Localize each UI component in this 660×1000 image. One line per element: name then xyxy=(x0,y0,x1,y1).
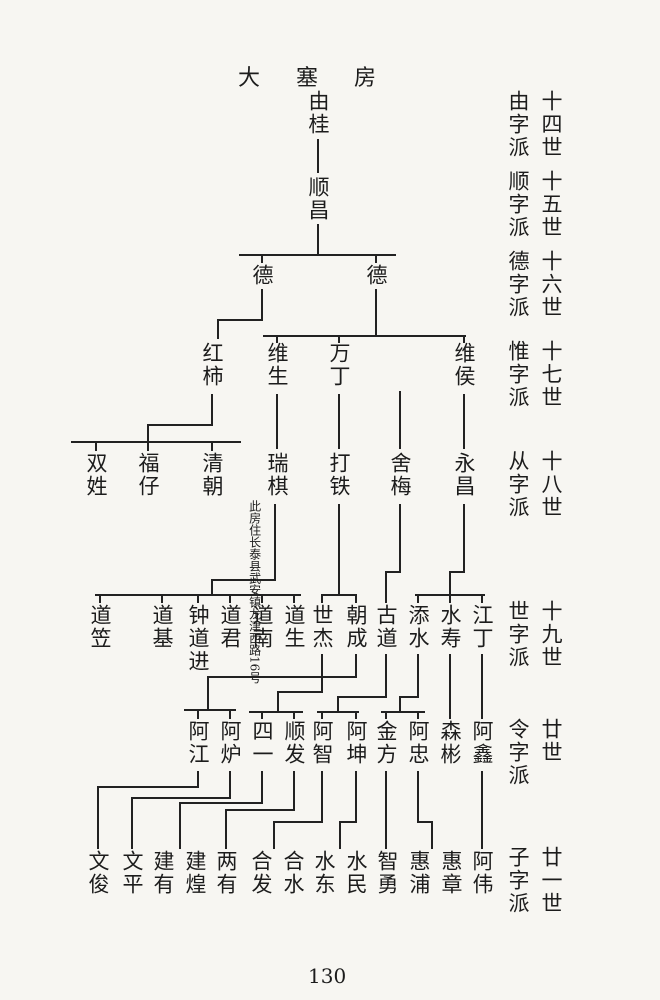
person-name: 世杰 xyxy=(310,604,334,650)
person-name: 惠章 xyxy=(439,850,463,896)
person-name: 文平 xyxy=(120,850,144,896)
person-name: 两有 xyxy=(214,850,238,896)
pai-label: 顺字派 xyxy=(506,170,530,239)
person-name: 水寿 xyxy=(438,604,462,650)
person-name: 永昌 xyxy=(452,452,476,498)
pai-label: 令字派 xyxy=(506,718,530,787)
person-name: 建煌 xyxy=(183,850,207,896)
person-name: 福仔 xyxy=(136,452,160,498)
person-name: 惠浦 xyxy=(407,850,431,896)
person-name: 道笠 xyxy=(88,604,112,650)
person-name: 四一 xyxy=(250,720,274,766)
person-name: 江丁 xyxy=(470,604,494,650)
pai-label: 从字派 xyxy=(506,450,530,519)
person-name: 打铁 xyxy=(327,452,351,498)
generation-label: 十五世 xyxy=(539,170,563,239)
person-name: 智勇 xyxy=(375,850,399,896)
generation-label: 十九世 xyxy=(539,600,563,669)
person-name: 顺发 xyxy=(282,720,306,766)
person-name: 道基 xyxy=(150,604,174,650)
residence-note: 此房住长泰县武安镇龙津西路16号 xyxy=(247,500,262,684)
person-name: 维生 xyxy=(265,342,289,388)
page-title: 大塞房 xyxy=(238,66,413,91)
page-number: 130 xyxy=(308,964,347,988)
person-name: 水东 xyxy=(312,850,336,896)
person-name: 道南 xyxy=(250,604,274,650)
person-name: 红柿 xyxy=(200,342,224,388)
person-name: 万丁 xyxy=(327,342,351,388)
generation-label: 十四世 xyxy=(539,90,563,159)
pai-label: 由字派 xyxy=(506,90,530,159)
person-name: 由桂 xyxy=(306,90,330,136)
generation-label: 十七世 xyxy=(539,340,563,409)
pai-label: 德字派 xyxy=(506,250,530,319)
person-name: 阿坤 xyxy=(344,720,368,766)
person-name: 道生 xyxy=(282,604,306,650)
person-name: 德 xyxy=(364,264,388,287)
person-name: 德 xyxy=(250,264,274,287)
person-name: 顺昌 xyxy=(306,176,330,222)
person-name: 阿江 xyxy=(186,720,210,766)
person-name: 森彬 xyxy=(438,720,462,766)
generation-label: 廿一世 xyxy=(539,846,563,915)
person-name: 合发 xyxy=(249,850,273,896)
person-name: 维侯 xyxy=(452,342,476,388)
person-name: 金方 xyxy=(374,720,398,766)
person-name: 阿炉 xyxy=(218,720,242,766)
person-name: 钟道进 xyxy=(186,604,210,673)
person-name: 合水 xyxy=(281,850,305,896)
person-name: 建有 xyxy=(151,850,175,896)
person-name: 舍梅 xyxy=(388,452,412,498)
person-name: 清朝 xyxy=(200,452,224,498)
person-name: 瑞棋 xyxy=(265,452,289,498)
person-name: 道君 xyxy=(218,604,242,650)
person-name: 朝成 xyxy=(344,604,368,650)
generation-label: 十八世 xyxy=(539,450,563,519)
person-name: 水民 xyxy=(344,850,368,896)
person-name: 古道 xyxy=(374,604,398,650)
person-name: 添水 xyxy=(406,604,430,650)
generation-label: 十六世 xyxy=(539,250,563,319)
generation-label: 廿世 xyxy=(539,718,563,764)
pai-label: 世字派 xyxy=(506,600,530,669)
person-name: 阿忠 xyxy=(406,720,430,766)
pai-label: 惟字派 xyxy=(506,340,530,409)
person-name: 文俊 xyxy=(86,850,110,896)
person-name: 双姓 xyxy=(84,452,108,498)
person-name: 阿伟 xyxy=(470,850,494,896)
person-name: 阿智 xyxy=(310,720,334,766)
pai-label: 子字派 xyxy=(506,846,530,915)
person-name: 阿鑫 xyxy=(470,720,494,766)
